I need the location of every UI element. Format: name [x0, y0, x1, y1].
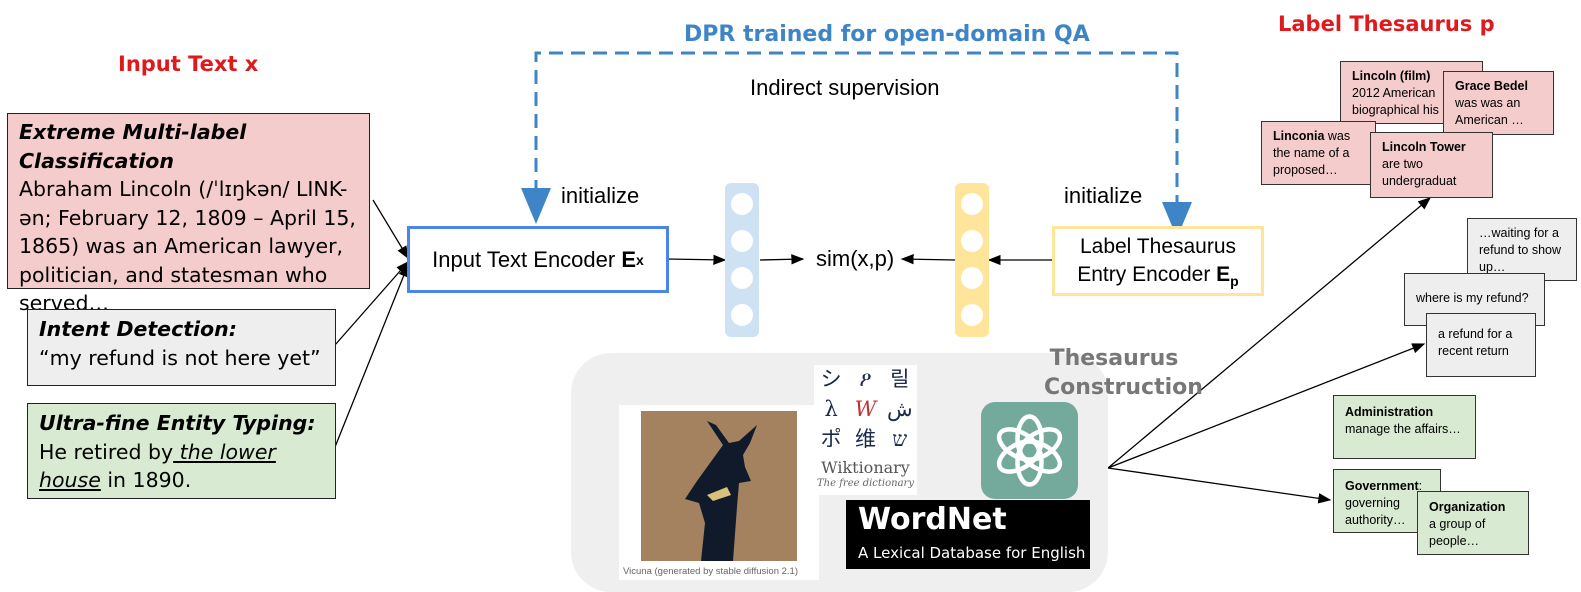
- card-body: where is my refund?: [1416, 291, 1529, 305]
- vicuna-artwork: [641, 411, 797, 561]
- encoder-p-line1: Label Thesaurus: [1079, 235, 1237, 258]
- thesaurus-card-grace-bedel: Grace Bedel was was an American …: [1443, 71, 1554, 135]
- input-heading-entity: Ultra-fine Entity Typing:: [39, 411, 316, 435]
- encoder-p-subscript: p: [1230, 273, 1239, 290]
- openai-knot-icon: [996, 414, 1063, 487]
- wordnet-logo: WordNet A Lexical Database for English: [846, 500, 1090, 569]
- thesaurus-card-lincoln-tower: Lincoln Tower are two undergraduat: [1370, 132, 1493, 198]
- wiktionary-glyph: ש: [892, 427, 908, 451]
- entity-body-post: in 1890.: [100, 468, 192, 492]
- card-body: a group of people…: [1429, 517, 1486, 548]
- input-body-entity: He retired by the lower house in 1890.: [39, 438, 279, 495]
- encoder-x-label: Input Text Encoder: [432, 246, 622, 272]
- vicuna-image: Vicuna (generated by stable diffusion 2.…: [619, 405, 819, 580]
- wiktionary-glyph: 릴: [890, 367, 910, 391]
- wiktionary-glyph: ش: [887, 397, 913, 421]
- initialize-right-label: initialize: [1064, 183, 1143, 208]
- thesaurus-card-linconia: Linconia was the name of a proposed…: [1261, 121, 1376, 185]
- card-title: Lincoln Tower: [1382, 140, 1466, 154]
- encoder-x-symbol: E: [621, 246, 637, 272]
- dpr-label: DPR trained for open-domain QA: [684, 22, 1090, 47]
- entity-mention: the lower house: [39, 439, 276, 493]
- wiktionary-tagline: The free dictionary: [817, 478, 914, 489]
- input-text-title: Input Text x: [118, 52, 259, 76]
- thesaurus-card-administration: Administration manage the affairs…: [1333, 395, 1476, 459]
- wiktionary-glyph: 维: [854, 427, 876, 451]
- wiktionary-glyph: ポ: [820, 427, 842, 451]
- card-title: Linconia: [1273, 129, 1325, 143]
- initialize-left-label: initialize: [561, 183, 640, 208]
- wiktionary-glyph: シ: [820, 367, 842, 391]
- card-title: Government: [1345, 479, 1419, 493]
- card-body: a refund for a recent return: [1438, 327, 1513, 358]
- wiktionary-glyph: λ: [824, 397, 838, 421]
- wordnet-name: WordNet: [858, 502, 1007, 537]
- construction-label-line1: Thesaurus: [1049, 346, 1179, 371]
- card-body: …waiting for a refund to show up…: [1479, 226, 1561, 274]
- wiktionary-name: Wiktionary: [821, 458, 910, 477]
- card-title: Lincoln (film): [1352, 69, 1431, 83]
- similarity-label: sim(x,p): [816, 246, 895, 271]
- wiktionary-glyph: ዖ: [859, 367, 872, 391]
- card-title: Organization: [1429, 500, 1506, 514]
- thesaurus-card-refund-return: a refund for a recent return: [1426, 313, 1536, 377]
- encoder-p-symbol: E: [1216, 263, 1231, 286]
- wiktionary-logo: シ ዖ 릴 λ W ش ポ 维 ש Wiktionary The free di…: [814, 365, 917, 495]
- indirect-supervision-label: Indirect supervision: [750, 75, 940, 100]
- input-body-xmc: Abraham Lincoln (/ˈlɪŋkən/ LINK-ən; Febr…: [19, 177, 356, 315]
- thesaurus-card-waiting-refund: …waiting for a refund to show up…: [1467, 218, 1577, 281]
- card-title: Administration: [1345, 405, 1434, 419]
- card-title-colon: :: [1418, 479, 1423, 493]
- card-title: Grace Bedel: [1455, 79, 1528, 93]
- input-box-intent: Intent Detection: “my refund is not here…: [27, 309, 336, 386]
- wordnet-tagline: A Lexical Database for English: [858, 544, 1086, 562]
- card-body: governing authority…: [1345, 496, 1406, 527]
- dpr-dashed-arrow: [534, 51, 1179, 230]
- chatgpt-logo: [981, 402, 1078, 499]
- vicuna-silhouette-icon: [685, 421, 757, 561]
- card-body: are two undergraduat: [1382, 157, 1457, 188]
- input-box-entity: Ultra-fine Entity Typing: He retired by …: [27, 403, 336, 499]
- card-body: was the name of a proposed…: [1273, 129, 1351, 177]
- input-heading-xmc: Extreme Multi-label Classification: [19, 120, 247, 173]
- input-box-xmc: Extreme Multi-label Classification Abrah…: [7, 113, 370, 315]
- thesaurus-card-organization: Organization a group of people…: [1417, 491, 1529, 555]
- label-thesaurus-entry-encoder: Label Thesaurus Entry Encoder Ep: [1052, 226, 1264, 296]
- thesaurus-construction-label: Thesaurus Construction: [1044, 344, 1203, 402]
- label-thesaurus-title: Label Thesaurus p: [1278, 12, 1495, 36]
- card-body: was was an American …: [1455, 96, 1524, 127]
- input-heading-intent: Intent Detection:: [39, 317, 237, 341]
- embedding-vector-x: [725, 183, 759, 337]
- encoder-p-line2: Entry Encoder: [1077, 263, 1217, 286]
- wiktionary-glyphs: シ ዖ 릴 λ W ش ポ 维 ש: [814, 365, 917, 455]
- card-body: manage the affairs…: [1345, 422, 1461, 436]
- embedding-vector-p: [955, 183, 989, 337]
- entity-body-pre: He retired by: [39, 439, 174, 464]
- wiktionary-glyph: W: [854, 397, 877, 421]
- card-body: 2012 American biographical his: [1352, 86, 1439, 117]
- vicuna-caption: Vicuna (generated by stable diffusion 2.…: [623, 566, 798, 577]
- input-body-intent: “my refund is not here yet”: [39, 345, 321, 370]
- construction-label-line2: Construction: [1044, 375, 1203, 400]
- encoder-x-subscript: x: [636, 251, 644, 268]
